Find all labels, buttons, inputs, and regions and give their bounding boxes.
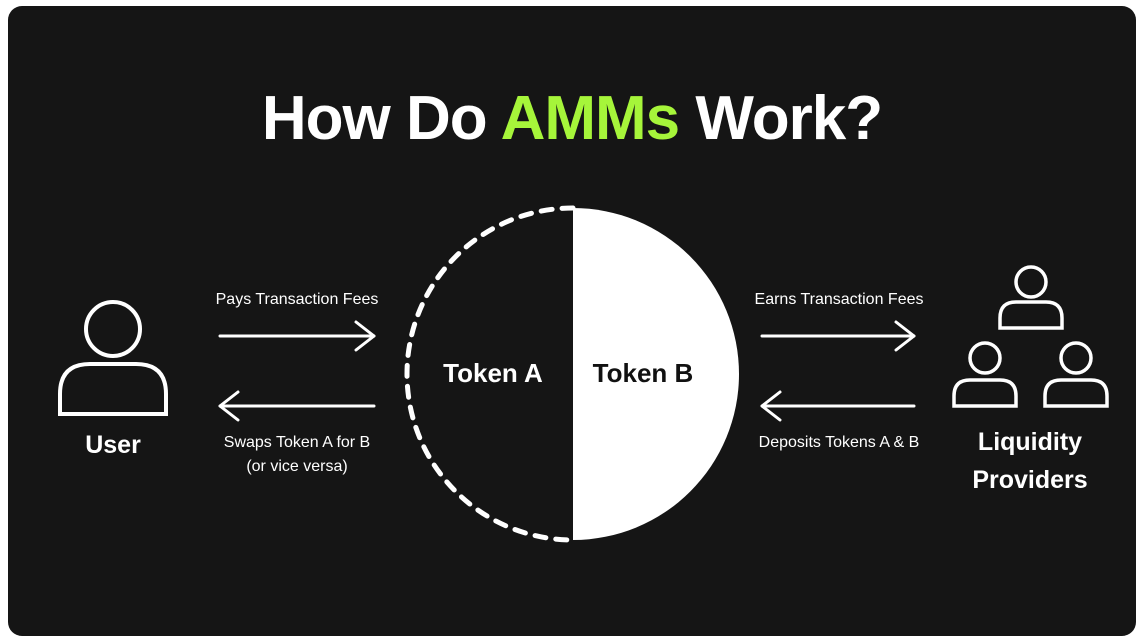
earns-fees-label: Earns Transaction Fees (754, 291, 924, 308)
title-accent: AMMs (500, 84, 681, 153)
swaps-token-label-line2: (or vice versa) (246, 458, 348, 475)
earns-fees-arrow (760, 320, 916, 352)
title-suffix: Work? (679, 84, 883, 153)
deposits-tokens-arrow (760, 390, 916, 422)
user-icon (58, 300, 168, 416)
title-prefix: How Do (261, 84, 501, 153)
swaps-token-label-line1: Swaps Token A for B (223, 434, 371, 451)
provider-left-icon (952, 341, 1018, 408)
provider-top-icon (998, 265, 1064, 330)
pays-fees-label: Pays Transaction Fees (215, 291, 379, 308)
pool-dashed-half (404, 205, 576, 543)
user-label: User (85, 431, 141, 459)
diagram-graphics (58, 205, 1109, 543)
swaps-token-arrow (218, 390, 376, 422)
liquidity-providers-label-line1: Liquidity (977, 428, 1083, 456)
page-title: How Do AMMs Work? (8, 84, 1136, 154)
pool-solid-half (573, 208, 739, 540)
provider-right-icon (1043, 341, 1109, 408)
token-b-label: Token B (592, 358, 694, 388)
liquidity-providers-label-line2: Providers (972, 466, 1088, 494)
token-a-label: Token A (443, 358, 543, 388)
liquidity-providers-icon (952, 265, 1109, 408)
deposits-tokens-label: Deposits Tokens A & B (758, 434, 920, 451)
pays-fees-arrow (218, 320, 376, 352)
liquidity-pool (404, 205, 739, 543)
diagram-frame: How Do AMMs Work? (8, 6, 1136, 636)
